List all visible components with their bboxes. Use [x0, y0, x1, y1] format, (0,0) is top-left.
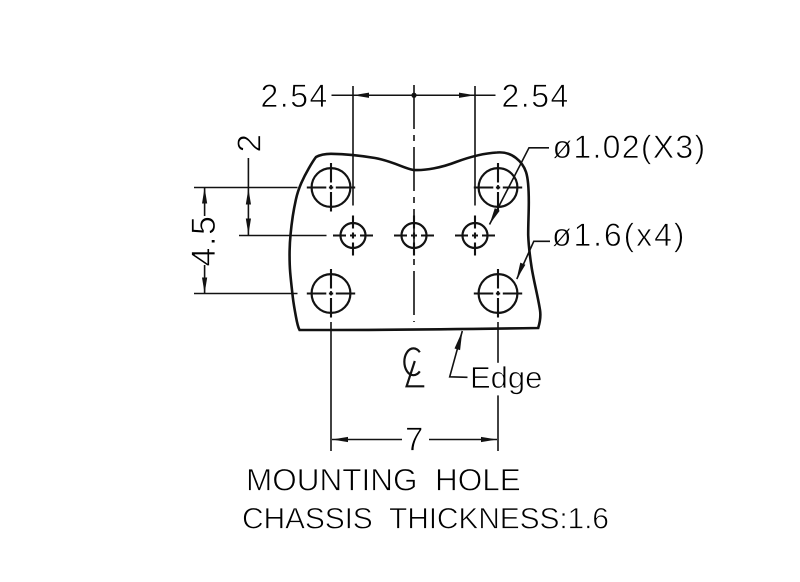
svg-text:2.54: 2.54	[502, 78, 570, 114]
svg-text:2: 2	[230, 134, 267, 152]
svg-text:7: 7	[405, 421, 423, 458]
svg-text:2.54: 2.54	[261, 78, 329, 114]
svg-text:Edge: Edge	[470, 360, 542, 395]
svg-text:CHASSIS THICKNESS:1.6: CHASSIS THICKNESS:1.6	[242, 503, 609, 536]
svg-text:ø1.02(X3): ø1.02(X3)	[553, 129, 707, 165]
svg-text:ø1.6(x4): ø1.6(x4)	[552, 217, 686, 253]
svg-text:4.5: 4.5	[185, 214, 223, 266]
svg-text:MOUNTING HOLE: MOUNTING HOLE	[246, 462, 521, 498]
